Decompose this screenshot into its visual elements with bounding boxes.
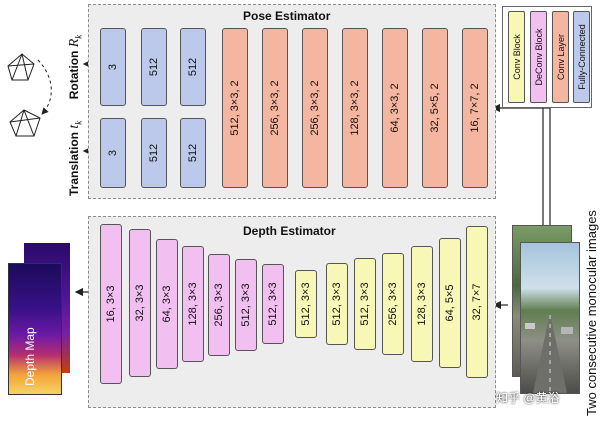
depth-convblock-6: 64, 5×5 xyxy=(439,238,461,368)
depth-deconv-4: 128, 3×3 xyxy=(182,246,204,362)
road-illustration xyxy=(525,313,573,393)
watermark: 知乎 @黄浴 xyxy=(496,391,560,405)
depth-deconv-6: 512, 3×3 xyxy=(235,259,257,351)
pose-fc-top-3: 512 xyxy=(180,28,206,106)
input-images-label: Two consecutive monocular images xyxy=(584,210,599,416)
depth-map-front: Depth Map xyxy=(8,263,62,395)
depth-convblock-1: 512, 3×3 xyxy=(295,270,317,338)
pose-conv-5: 64, 3×3, 2 xyxy=(382,28,408,188)
depth-convblock-3: 512, 3×3 xyxy=(354,258,376,350)
depth-map-label: Depth Map xyxy=(23,327,37,386)
pose-conv-2: 256, 3×3, 2 xyxy=(262,28,288,188)
pose-estimator-title: Pose Estimator xyxy=(243,9,331,23)
depth-deconv-3: 64, 3×3 xyxy=(156,239,178,369)
pose-conv-3: 256, 3×3, 2 xyxy=(302,28,328,188)
pose-conv-6: 32, 5×5, 2 xyxy=(422,28,448,188)
pose-fc-top-2: 512 xyxy=(141,28,167,106)
depth-convblock-4: 256, 3×3 xyxy=(382,253,404,355)
pose-fc-bottom-3: 512 xyxy=(180,118,206,188)
camera-pose-icon xyxy=(7,53,52,137)
depth-deconv-7: 512, 3×3 xyxy=(262,264,284,344)
pose-conv-4: 128, 3×3, 2 xyxy=(342,28,368,188)
depth-estimator-title: Depth Estimator xyxy=(243,224,336,238)
depth-deconv-1: 16, 3×3 xyxy=(100,224,122,384)
pose-conv-7: 16, 7×7, 2 xyxy=(462,28,488,188)
depth-deconv-5: 256, 3×3 xyxy=(208,254,230,356)
legend: Conv Block DeConv Block Conv Layer Fully… xyxy=(502,6,592,108)
pose-conv-1: 512, 3×3, 2 xyxy=(222,28,248,188)
depth-convblock-5: 128, 3×3 xyxy=(411,246,433,362)
depth-convblock-7: 32, 7×7 xyxy=(466,226,488,378)
legend-fully-connected: Fully-Connected xyxy=(573,11,590,103)
pose-fc-bottom-2: 512 xyxy=(141,118,167,188)
legend-deconv-block: DeConv Block xyxy=(530,11,547,103)
depth-convblock-2: 512, 3×3 xyxy=(326,263,348,345)
legend-conv-layer: Conv Layer xyxy=(552,11,569,103)
depth-deconv-2: 32, 3×3 xyxy=(129,229,151,377)
depth-map-output: Depth Map xyxy=(8,243,70,395)
pose-fc-bottom-1: 3 xyxy=(100,118,126,188)
input-image-front xyxy=(520,242,580,394)
legend-conv-block: Conv Block xyxy=(508,11,525,103)
pose-fc-top-1: 3 xyxy=(100,28,126,106)
image-to-pose-arrow xyxy=(491,103,551,225)
